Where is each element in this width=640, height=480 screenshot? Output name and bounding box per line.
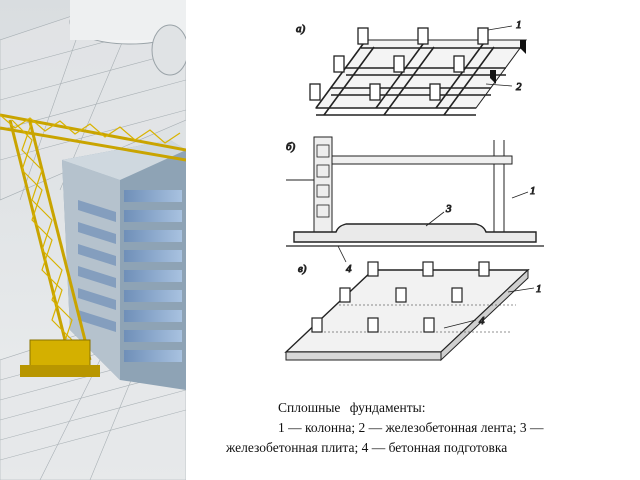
callout-c-4: 4: [479, 315, 485, 327]
panel-b-label: б): [286, 141, 296, 153]
panel-a-label: а): [296, 23, 306, 35]
caption-legend-line-2: железобетонная плита; 4 — бетонная подго…: [226, 440, 508, 455]
panel-c-label: в): [298, 263, 307, 275]
construction-illustration: [0, 0, 186, 480]
callout-a-1: 1: [516, 19, 522, 31]
callout-b-3: 3: [445, 203, 452, 215]
callout-a-2: 2: [516, 81, 522, 93]
callout-b-1: 1: [530, 185, 536, 197]
construction-photo: [0, 0, 186, 480]
panel-c: в) 1 4: [284, 261, 542, 362]
figure-caption: Сплошные фундаменты: 1 — колонна; 2 — же…: [226, 398, 636, 458]
callout-c-1: 1: [536, 283, 542, 295]
caption-legend-line-1: 1 — колонна; 2 — железобетонная лента; 3…: [278, 420, 544, 435]
foundation-drawing: а): [284, 19, 544, 362]
slide-content: а): [186, 0, 640, 480]
panel-b: б) 1 3 4: [286, 136, 544, 276]
panel-a: а): [296, 19, 527, 116]
callout-b-4: 4: [346, 263, 352, 275]
caption-title: Сплошные фундаменты:: [278, 400, 426, 415]
